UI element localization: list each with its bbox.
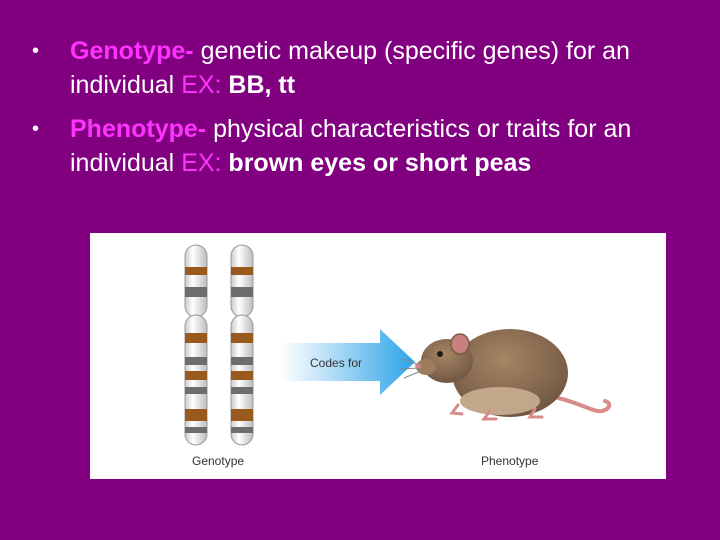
bullet-list: • Genotype- genetic makeup (specific gen… xyxy=(30,34,690,190)
chromosome-right xyxy=(230,244,254,446)
codes-for-arrow: Codes for xyxy=(280,329,415,395)
phenotype-definition: physical characteristics or traits for a… xyxy=(70,115,632,177)
chromosome-pair xyxy=(184,244,254,446)
arrow-label: Codes for xyxy=(310,356,362,370)
mouse-illustration xyxy=(399,329,612,421)
bullet-dot: • xyxy=(32,118,40,140)
genotype-definition: genetic makeup (specific genes) for an i… xyxy=(70,37,630,99)
genotype-term: Genotype- xyxy=(70,37,194,65)
genotype-caption: Genotype xyxy=(192,454,244,468)
chromosome-left xyxy=(184,244,208,446)
genotype-phenotype-figure: Codes for Genotype xyxy=(90,233,666,479)
genotype-example: BB, tt xyxy=(221,71,296,99)
phenotype-term: Phenotype- xyxy=(70,115,207,143)
genotype-ex-label: EX: xyxy=(181,71,222,99)
bullet-dot: • xyxy=(32,40,40,62)
bullet-phenotype: • Phenotype- physical characteristics or… xyxy=(30,112,690,180)
phenotype-ex-label: EX: xyxy=(181,149,222,177)
bullet-genotype: • Genotype- genetic makeup (specific gen… xyxy=(30,34,690,102)
figure-illustration: Codes for Genotype xyxy=(184,244,612,468)
phenotype-example: brown eyes or short peas xyxy=(221,149,532,177)
phenotype-caption: Phenotype xyxy=(481,454,539,468)
